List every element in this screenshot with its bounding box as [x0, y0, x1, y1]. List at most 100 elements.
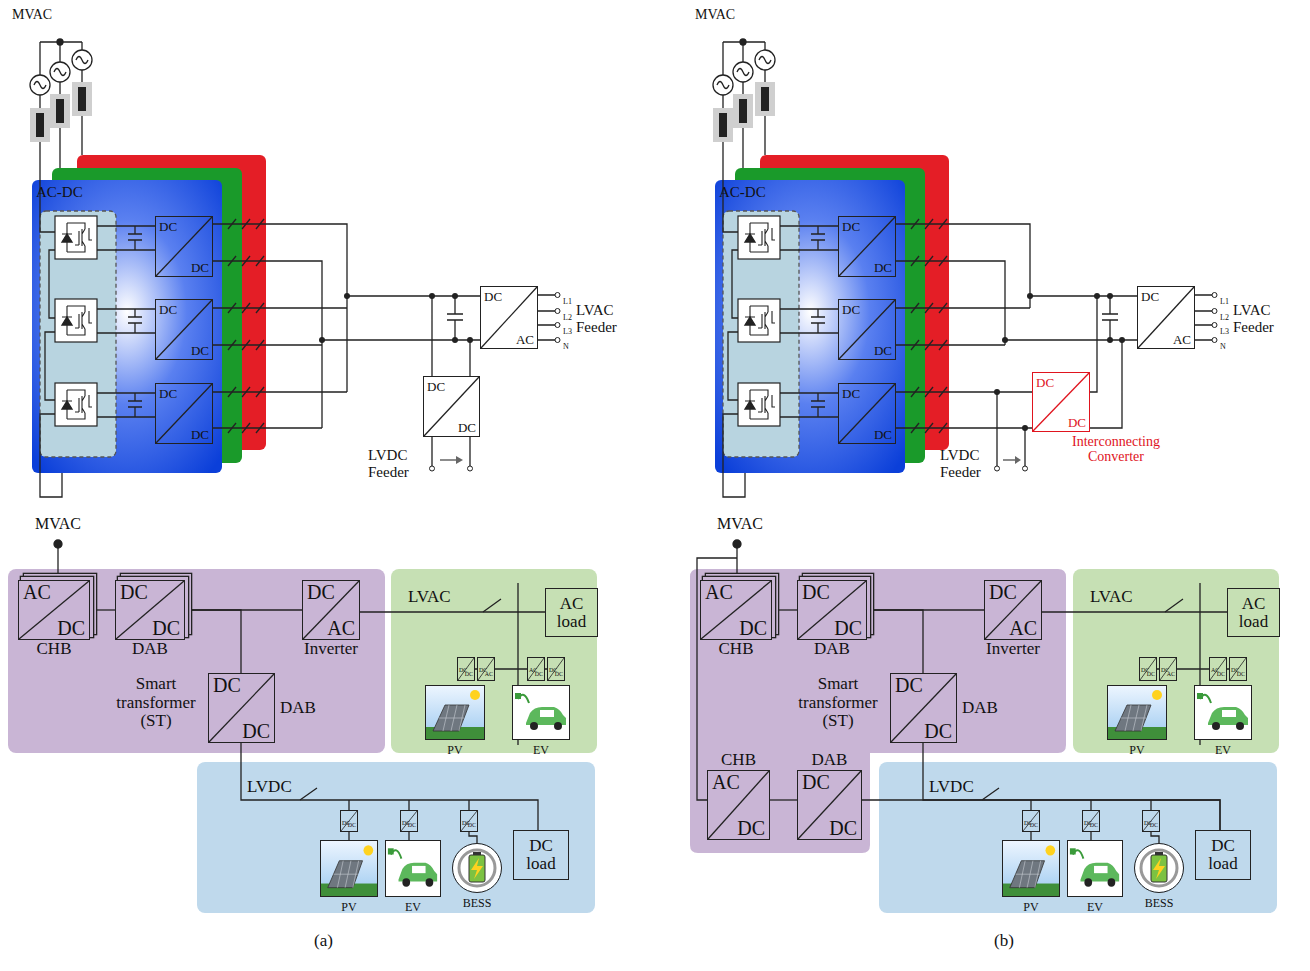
drawing-circle [1107, 293, 1113, 299]
text-holder: DC [555, 662, 563, 680]
converter-icon: DCAC [477, 657, 495, 681]
node-text: AC [1173, 333, 1191, 347]
node-text: AC [485, 671, 493, 678]
phase-slash [256, 219, 264, 229]
grid-region: LVACAC loadDCDCDCACACDCDCDCPVEV [1073, 569, 1279, 753]
text-holder: MVAC [695, 5, 735, 23]
text-holder: BESS [463, 893, 492, 911]
text-holder: AC-DC [36, 183, 83, 201]
converter-icon: DCDC [1082, 810, 1100, 832]
connector-line [1042, 611, 1227, 612]
text-holder: DC [802, 581, 830, 603]
drawing-path [97, 226, 155, 250]
phase-slash [256, 340, 264, 350]
drawing-path [97, 309, 155, 333]
converter-box: DCDC [155, 216, 213, 277]
text-holder: EV [405, 897, 421, 915]
label-text: L2 [563, 314, 572, 323]
phase-slash [256, 256, 264, 266]
load-box: AC load [545, 588, 598, 637]
diagonal-line [209, 674, 274, 742]
converter-icon: ACDC [527, 657, 545, 681]
diagonal-line [839, 300, 895, 359]
text-holder: L1 [563, 290, 572, 308]
drawing-rect [36, 113, 44, 137]
phase-slash [256, 387, 264, 397]
text-holder: (b) [994, 932, 1014, 951]
text-holder: LVAC Feeder [576, 302, 631, 336]
phase-slash [228, 423, 236, 433]
drawing-circle [1022, 425, 1028, 431]
text-holder: DC [1141, 287, 1159, 305]
phase-slash [228, 303, 236, 313]
diagonal-line [478, 658, 494, 680]
node-text: DC [842, 220, 860, 234]
diagonal-line [116, 581, 184, 639]
label-text: (a) [314, 932, 333, 951]
text-holder: (a) [314, 932, 333, 951]
converter-stack [30, 39, 267, 497]
node-text: DC [802, 581, 830, 603]
drawing-circle [1119, 337, 1125, 343]
text-holder: DC [834, 617, 862, 639]
drawing-circle [30, 75, 50, 95]
grid-region: LVDCDCDCDCDCDCDCPVEVBESSDC load [197, 762, 595, 913]
text-holder: DC load [514, 831, 568, 879]
node-text: DC [307, 581, 335, 603]
drawing-path [1102, 296, 1118, 340]
node-text: PV [1129, 744, 1144, 757]
drawing-use [453, 844, 501, 892]
node-text: CHB [721, 751, 756, 770]
drawing-circle [72, 50, 92, 70]
drawing-use [425, 685, 485, 740]
text-holder: DC [874, 341, 892, 359]
diagonal-line [708, 771, 769, 839]
drawing-path [1003, 459, 1015, 461]
drawing-circle [430, 466, 435, 471]
converter-icon: ACDC [1209, 657, 1227, 681]
node-text: DC [1147, 671, 1155, 678]
diagonal-line [891, 674, 956, 742]
text-holder: DC [1036, 373, 1054, 391]
text-holder: DC [842, 217, 860, 235]
text-holder: L1 [1220, 290, 1229, 308]
converter-box: DCAC [480, 286, 538, 349]
mvac-feed [54, 540, 741, 800]
text-holder: DC [159, 300, 177, 318]
text-holder: DC [408, 813, 416, 831]
text-holder: EV [1215, 740, 1231, 758]
drawing-g [300, 583, 547, 843]
node-text: DC [1237, 671, 1245, 678]
diagonal-line [156, 300, 212, 359]
node-text: DC [1030, 822, 1038, 829]
phase-slash [242, 340, 250, 350]
text-holder: DC [842, 384, 860, 402]
node-text: DC [842, 387, 860, 401]
text-holder: AC-DC [719, 183, 766, 201]
node-text: DC [1150, 822, 1158, 829]
diagonal-line [798, 771, 861, 839]
connector-line [923, 743, 1220, 830]
text-holder: DC [1030, 813, 1038, 831]
load-box: DC load [1195, 830, 1251, 880]
text-holder: AC [23, 581, 51, 603]
text-holder: PV [447, 740, 462, 758]
connector-line [867, 610, 923, 673]
text-holder: DC [989, 581, 1017, 603]
text-holder: Inverter [304, 640, 358, 659]
converter-icon: DCDC [400, 810, 418, 832]
drawing-circle [1107, 337, 1113, 343]
text-holder: LVDC [929, 778, 974, 797]
node-text: BESS [463, 897, 492, 910]
drawing-circle [1027, 293, 1033, 299]
text-holder: DC [1090, 813, 1098, 831]
node-text: DC [829, 817, 857, 839]
node-text: PV [341, 901, 356, 914]
node-text: AC load [1228, 595, 1279, 631]
drawing-circle [1212, 293, 1217, 298]
drawing-circle [1212, 323, 1217, 328]
drawing-circle [344, 293, 350, 299]
drawing-path [57, 544, 58, 580]
